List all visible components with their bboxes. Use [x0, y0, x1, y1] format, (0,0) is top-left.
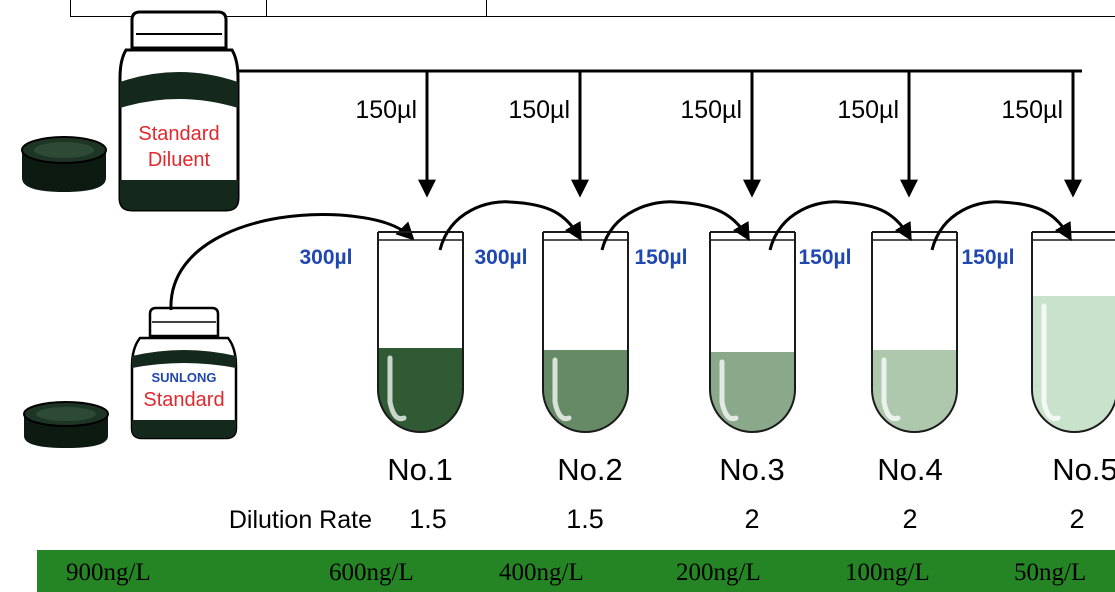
- tube-outline: [709, 232, 796, 433]
- tube-highlight: [881, 357, 901, 422]
- diluent-bottle: Standard Diluent: [118, 10, 240, 212]
- tube-transfer-arrow: [768, 200, 912, 251]
- tube-transfer-arrow: [930, 200, 1072, 251]
- standard-transfer-arrow: [169, 212, 415, 311]
- test-tube: [1031, 231, 1115, 433]
- concentration-value: 200ng/L: [676, 559, 761, 586]
- diluent-cap: [21, 136, 107, 192]
- standard-cap: [23, 401, 109, 448]
- tube-liquid: [710, 352, 795, 432]
- diluent-volume-label: 150µl: [837, 96, 899, 124]
- transfer-volume-label: 300µl: [300, 246, 353, 269]
- diluent-label-line1: Standard: [138, 123, 219, 145]
- tube-number-label: No.4: [877, 452, 942, 487]
- dilution-rate-value: 2: [902, 504, 917, 534]
- tube-outline: [871, 232, 958, 433]
- tube-transfer-arrow: [600, 200, 750, 251]
- dilution-rate-value: 1.5: [566, 504, 604, 534]
- concentration-value: 50ng/L: [1014, 559, 1087, 586]
- dilution-rate-value: 1.5: [409, 504, 447, 534]
- test-tube: [377, 231, 464, 433]
- test-tube: [871, 231, 958, 433]
- tube-highlight: [1041, 303, 1061, 422]
- dilution-rate-value: 2: [1069, 504, 1084, 534]
- dilution-rate-value: 2: [744, 504, 759, 534]
- transfer-volume-label: 150µl: [799, 246, 852, 269]
- diluent-volume-label: 150µl: [680, 96, 742, 124]
- table-divider: [266, 0, 267, 17]
- table-fragment: [70, 0, 1115, 17]
- tube-outline: [377, 232, 464, 433]
- diluent-volume-label: 150µl: [1001, 96, 1063, 124]
- tube-number-label: No.5: [1052, 452, 1115, 487]
- tube-outline: [1031, 232, 1115, 433]
- tube-highlight: [387, 355, 407, 422]
- diluent-volume-label: 150µl: [355, 96, 417, 124]
- tube-number-label: No.3: [719, 452, 784, 487]
- diluent-volume-label: 150µl: [508, 96, 570, 124]
- concentration-value: 600ng/L: [329, 559, 414, 586]
- tube-liquid: [378, 348, 463, 432]
- dilution-rate-label: Dilution Rate: [229, 506, 372, 534]
- test-tube: [542, 231, 629, 433]
- concentration-value: 400ng/L: [499, 559, 584, 586]
- diluent-label-line2: Diluent: [148, 149, 211, 171]
- tube-liquid: [872, 350, 957, 432]
- tube-transfer-arrow: [438, 200, 582, 251]
- tube-outline: [542, 232, 629, 433]
- transfer-volume-label: 150µl: [962, 246, 1015, 269]
- concentration-value: 900ng/L: [66, 559, 151, 586]
- tube-highlight: [552, 357, 572, 422]
- tube-highlight: [719, 359, 739, 422]
- standard-brand: SUNLONG: [152, 370, 217, 385]
- concentration-bar: [37, 550, 1115, 592]
- standard-bottle: SUNLONG Standard: [130, 306, 238, 440]
- table-divider: [486, 0, 487, 17]
- transfer-volume-label: 300µl: [475, 246, 528, 269]
- concentration-value: 100ng/L: [845, 559, 930, 586]
- tube-liquid: [543, 350, 628, 432]
- standard-label: Standard: [143, 389, 224, 411]
- test-tube: [709, 231, 796, 433]
- tube-number-label: No.1: [387, 452, 452, 487]
- tube-liquid: [1032, 296, 1115, 432]
- transfer-volume-label: 150µl: [635, 246, 688, 269]
- tube-number-label: No.2: [557, 452, 622, 487]
